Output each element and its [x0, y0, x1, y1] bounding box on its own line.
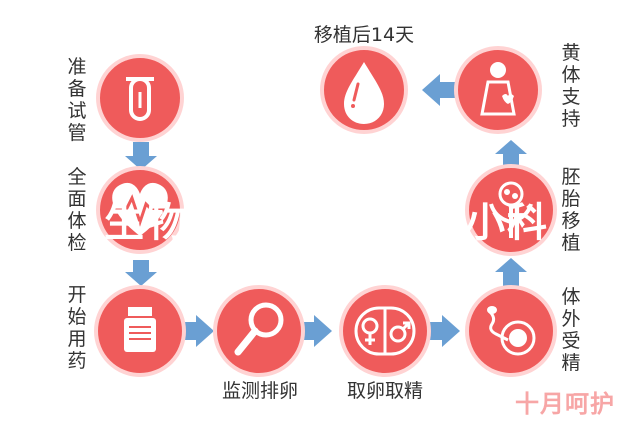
arrow-fertilize-to-transfer [495, 258, 527, 290]
step-after-circle [320, 46, 408, 134]
medicine-bottle-icon [124, 307, 156, 352]
step-fertilize-circle [465, 285, 557, 377]
step-label-medication: 开始用药 [67, 284, 87, 372]
arrow-retrieve-to-fertilize [430, 315, 460, 347]
step-monitor-circle [213, 285, 305, 377]
step-checkup-circle [96, 166, 184, 254]
arrow-support-to-after [422, 74, 458, 106]
heart-monitor-icon [112, 182, 168, 236]
embryo-plant-icon [489, 181, 533, 238]
gender-symbols-icon [354, 306, 416, 356]
step-label-prepare: 准备试管 [67, 56, 87, 144]
step-medication-circle [94, 285, 186, 377]
pregnant-woman-icon [480, 62, 516, 116]
step-label-retrieve: 取卵取精 [346, 380, 423, 402]
arrow-prepare-to-checkup [125, 142, 157, 170]
arrow-monitor-to-retrieve [302, 315, 332, 347]
magnifier-icon [234, 302, 284, 356]
step-retrieve-circle [339, 285, 431, 377]
step-prepare-circle [96, 54, 184, 142]
step-label-monitor: 监测排卵 [221, 380, 298, 402]
arrow-medication-to-monitor [184, 315, 214, 347]
step-label-checkup: 全面体检 [67, 166, 87, 254]
step-transfer-circle [465, 164, 557, 256]
step-label-after: 移植后14天 [313, 24, 415, 46]
step-label-fertilize: 体外受精 [561, 286, 581, 374]
sperm-egg-icon [487, 306, 536, 356]
test-tube-icon [126, 77, 154, 121]
brand-logo-text: 十月呵护 [515, 390, 615, 418]
blood-drop-icon [344, 62, 384, 124]
step-label-support: 黄体支持 [561, 42, 581, 130]
step-support-circle [454, 46, 542, 134]
arrow-checkup-to-medication [125, 260, 157, 286]
step-label-transfer: 胚胎移植 [561, 166, 581, 254]
arrow-transfer-to-support [495, 140, 527, 170]
